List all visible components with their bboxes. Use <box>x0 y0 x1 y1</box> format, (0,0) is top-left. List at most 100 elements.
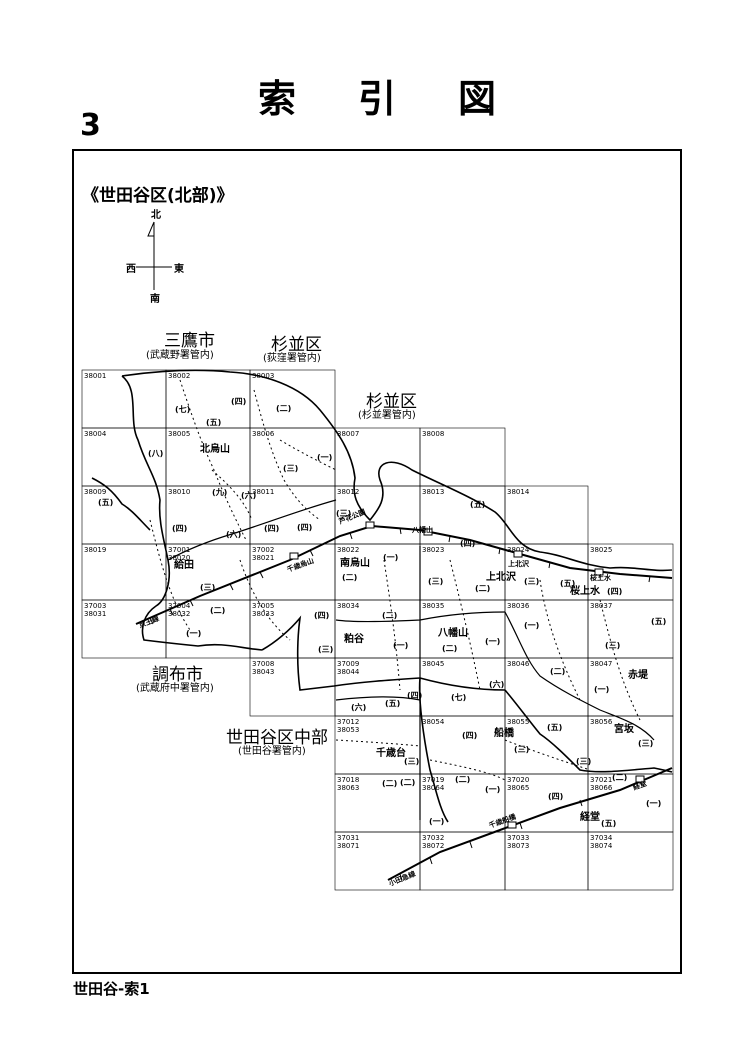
compass-icon <box>136 221 172 290</box>
chome-mark: (五) <box>560 579 575 588</box>
station-name: 経堂 <box>632 779 648 792</box>
grid-code: 37008 <box>252 660 274 668</box>
grid-code: 38025 <box>590 546 612 554</box>
grid-code: 38023 <box>422 546 444 554</box>
grid-code: 38035 <box>422 602 444 610</box>
place-name: 上北沢 <box>486 570 517 583</box>
chome-mark: (四) <box>407 691 422 700</box>
grid-code: 37012 <box>337 718 359 726</box>
chome-mark: (二) <box>612 773 627 782</box>
grid-code: 38031 <box>84 610 106 618</box>
chome-mark: (七) <box>451 692 466 702</box>
grid-code: 38020 <box>168 554 190 562</box>
grid-code: 38063 <box>337 784 359 792</box>
grid-code: 38007 <box>337 430 359 438</box>
grid-code: 37001 <box>168 546 190 554</box>
grid-code: 38011 <box>252 488 274 496</box>
chome-mark: (二) <box>475 584 490 593</box>
map-frame <box>72 149 682 974</box>
page-number: 3 <box>80 108 101 143</box>
chome-mark: (五) <box>206 418 221 427</box>
place-name: 宮坂 <box>614 722 635 735</box>
grid-code: 38046 <box>507 660 530 668</box>
chome-mark: (四) <box>172 524 187 533</box>
grid-code: 38002 <box>168 372 190 380</box>
area-note: (武蔵府中署管内) <box>136 681 214 694</box>
chome-marks: (七)(五)(四)(二)(一)(八)(九)(六)(三)(五)(四)(四)(六)(… <box>98 397 666 828</box>
chome-mark: (四) <box>264 524 279 533</box>
area-name: 調布市 <box>152 665 203 685</box>
chome-mark: (一) <box>485 785 500 794</box>
chome-mark: (三) <box>605 641 620 650</box>
chome-mark: (一) <box>429 817 444 826</box>
grid-code: 38055 <box>507 718 529 726</box>
station-name: 八幡山 <box>411 525 433 534</box>
grid-code: 38005 <box>168 430 190 438</box>
compass-east: 東 <box>174 262 184 275</box>
chome-mark: (五) <box>98 498 113 507</box>
place-name: 桜上水 <box>570 584 601 597</box>
grid-code: 37020 <box>507 776 529 784</box>
place-name: 千歳台 <box>376 746 406 759</box>
chome-mark: (二) <box>442 644 457 653</box>
grid-code: 37005 <box>252 602 274 610</box>
chome-mark: (六) <box>351 702 366 712</box>
area-name: 杉並区 <box>366 392 417 412</box>
grid-code: 38073 <box>507 842 529 850</box>
compass-west: 西 <box>126 263 136 275</box>
chome-mark: (一) <box>485 637 500 646</box>
grid-code: 38053 <box>337 726 359 734</box>
grid-code: 37018 <box>337 776 359 784</box>
grid-code: 38010 <box>168 488 190 496</box>
chome-mark: (二) <box>276 404 291 413</box>
grid-code: 38004 <box>84 430 107 438</box>
grid-code: 38064 <box>422 784 445 792</box>
grid-code: 38033 <box>252 610 274 618</box>
grid-code: 38047 <box>590 660 612 668</box>
place-name: 南烏山 <box>340 556 370 569</box>
place-names: 北烏山 給田 南烏山 上北沢 桜上水 粕谷 八幡山 赤堤 宮坂 千歳台 船橋 経… <box>174 442 649 823</box>
place-name: 赤堤 <box>628 668 649 681</box>
footer-label: 世田谷-索1 <box>73 980 150 998</box>
area-note: (世田谷署管内) <box>238 744 306 757</box>
chome-mark: (三) <box>200 583 215 592</box>
grid-code: 38006 <box>252 430 275 438</box>
chome-mark: (一) <box>393 641 408 650</box>
grid-code: 38072 <box>422 842 444 850</box>
grid-code: 38009 <box>84 488 106 496</box>
chome-mark: (三) <box>336 509 351 518</box>
grid-code: 38065 <box>507 784 529 792</box>
grid-code: 38043 <box>252 668 274 676</box>
grid-code: 37021 <box>590 776 612 784</box>
grid-code: 38036 <box>507 602 530 610</box>
grid-code: 38032 <box>168 610 190 618</box>
grid-code: 38044 <box>337 668 360 676</box>
place-name: 経堂 <box>580 810 600 823</box>
grid-code: 38013 <box>422 488 444 496</box>
chome-mark: (三) <box>514 745 529 754</box>
grid-code: 38045 <box>422 660 444 668</box>
compass-north: 北 <box>151 208 161 221</box>
grid-code: 38054 <box>422 718 445 726</box>
grid-code: 38071 <box>337 842 359 850</box>
chome-mark: (五) <box>601 819 616 828</box>
grid-code: 37031 <box>337 834 359 842</box>
station-markers <box>289 521 645 829</box>
chome-mark: (二) <box>400 778 415 787</box>
place-name: 北烏山 <box>200 442 230 455</box>
grid-code: 38056 <box>590 718 613 726</box>
chome-mark: (三) <box>404 757 419 766</box>
title-char: 図 <box>458 77 497 121</box>
grid-code: 37003 <box>84 602 106 610</box>
grid-code: 38012 <box>337 488 359 496</box>
place-name: 粕谷 <box>344 632 365 645</box>
chome-mark: (二) <box>550 667 565 676</box>
grid-code: 38003 <box>252 372 274 380</box>
chome-mark: (三) <box>524 577 539 586</box>
district-boundaries <box>167 499 655 820</box>
station-name: 上北沢 <box>508 559 530 568</box>
chome-mark: (九) <box>212 487 227 497</box>
page-title: 索 引 図 <box>258 68 508 121</box>
grid-code: 38066 <box>590 784 613 792</box>
